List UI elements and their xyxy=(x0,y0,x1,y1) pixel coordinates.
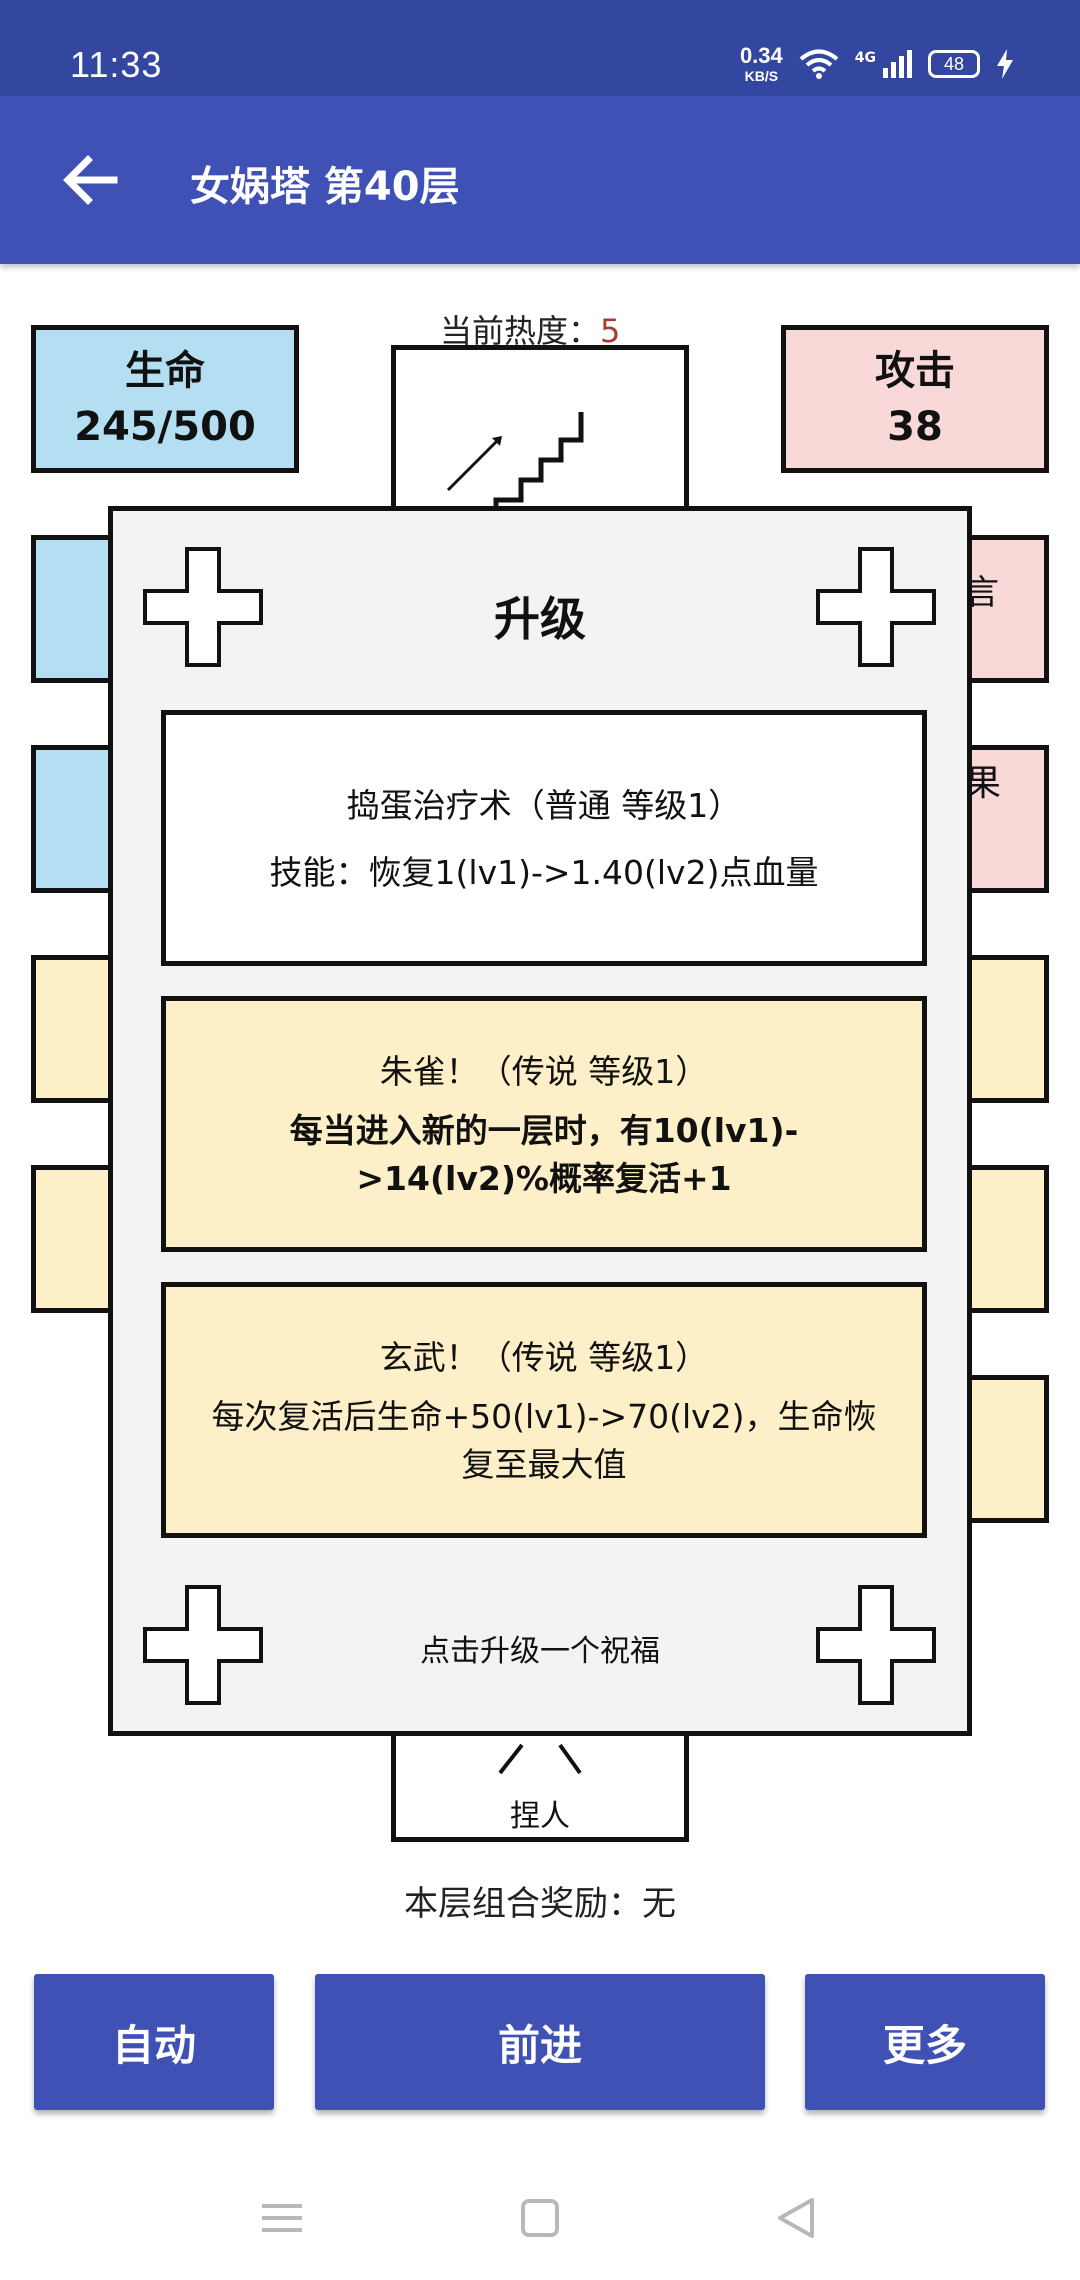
plus-icon xyxy=(816,1585,936,1705)
hp-value: 245/500 xyxy=(74,404,256,450)
plus-icon xyxy=(143,1585,263,1705)
attack-tile: 攻击 38 xyxy=(781,325,1049,473)
upgrade-option-card[interactable]: 捣蛋治疗术（普通 等级1） 技能：恢复1(lv1)->1.40(lv2)点血量 xyxy=(161,710,927,966)
status-time: 11:33 xyxy=(70,44,163,85)
status-bar: 11:33 0.34 KB/S 4G 48 xyxy=(0,0,1080,96)
network-speed-unit: KB/S xyxy=(744,68,779,84)
cell-signal-icon: 4G xyxy=(855,50,912,78)
skill-name: 朱雀！（传说 等级1） xyxy=(379,1052,709,1092)
battery-level: 48 xyxy=(943,53,965,74)
skill-description: 每当进入新的一层时，有10(lv1)->14(lv2)%概率复活+1 xyxy=(289,1111,799,1198)
more-button[interactable]: 更多 xyxy=(805,1974,1045,2110)
network-speed-value: 0.34 xyxy=(739,43,783,68)
plus-icon xyxy=(816,547,936,667)
network-speed: 0.34 KB/S xyxy=(739,43,783,84)
heat-label: 当前热度： xyxy=(440,312,601,350)
upgrade-option-card[interactable]: 玄武！（传说 等级1） 每次复活后生命+50(lv1)->70(lv2)，生命恢… xyxy=(161,1282,927,1538)
system-nav-bar xyxy=(0,2160,1080,2280)
plus-icon xyxy=(143,547,263,667)
hp-label: 生命 xyxy=(125,348,205,394)
attack-label: 攻击 xyxy=(875,348,955,394)
dialog-hint: 点击升级一个祝福 xyxy=(420,1634,660,1669)
status-icons: 0.34 KB/S 4G 48 xyxy=(740,42,1014,86)
combo-reward: 本层组合奖励：无 xyxy=(404,1884,676,1924)
dialog-title: 升级 xyxy=(494,592,586,646)
upgrade-option-card[interactable]: 朱雀！（传说 等级1） 每当进入新的一层时，有10(lv1)->14(lv2)%… xyxy=(161,996,927,1252)
battery-icon: 48 xyxy=(928,50,980,78)
heat-value: 5 xyxy=(600,312,621,350)
hp-tile: 生命 245/500 xyxy=(31,325,299,473)
wifi-icon xyxy=(799,49,839,79)
skill-name: 捣蛋治疗术（普通 等级1） xyxy=(346,786,742,826)
path-icon xyxy=(498,1743,582,1775)
forward-button[interactable]: 前进 xyxy=(315,1974,765,2110)
page-title: 女娲塔 第40层 xyxy=(190,164,460,210)
heat-indicator: 当前热度：5 xyxy=(440,306,620,352)
skill-description: 每次复活后生命+50(lv1)->70(lv2)，生命恢复至最大值 xyxy=(211,1397,877,1484)
stairs-icon xyxy=(446,412,584,520)
upgrade-dialog: 升级 捣蛋治疗术（普通 等级1） 技能：恢复1(lv1)->1.40(lv2)点… xyxy=(108,506,972,1736)
room-label: 捏人 xyxy=(510,1799,570,1834)
menu-icon[interactable] xyxy=(252,2188,312,2248)
network-type: 4G xyxy=(854,50,876,66)
attack-value: 38 xyxy=(887,404,943,450)
arrow-left-icon xyxy=(63,155,118,205)
back-button[interactable] xyxy=(56,146,124,214)
auto-button[interactable]: 自动 xyxy=(34,1974,274,2110)
skill-name: 玄武！（传说 等级1） xyxy=(379,1338,709,1378)
skill-description: 技能：恢复1(lv1)->1.40(lv2)点血量 xyxy=(269,853,819,893)
home-icon[interactable] xyxy=(510,2188,570,2248)
app-bar: 女娲塔 第40层 xyxy=(0,96,1080,264)
back-triangle-icon[interactable] xyxy=(766,2188,826,2248)
charging-icon xyxy=(997,49,1013,79)
